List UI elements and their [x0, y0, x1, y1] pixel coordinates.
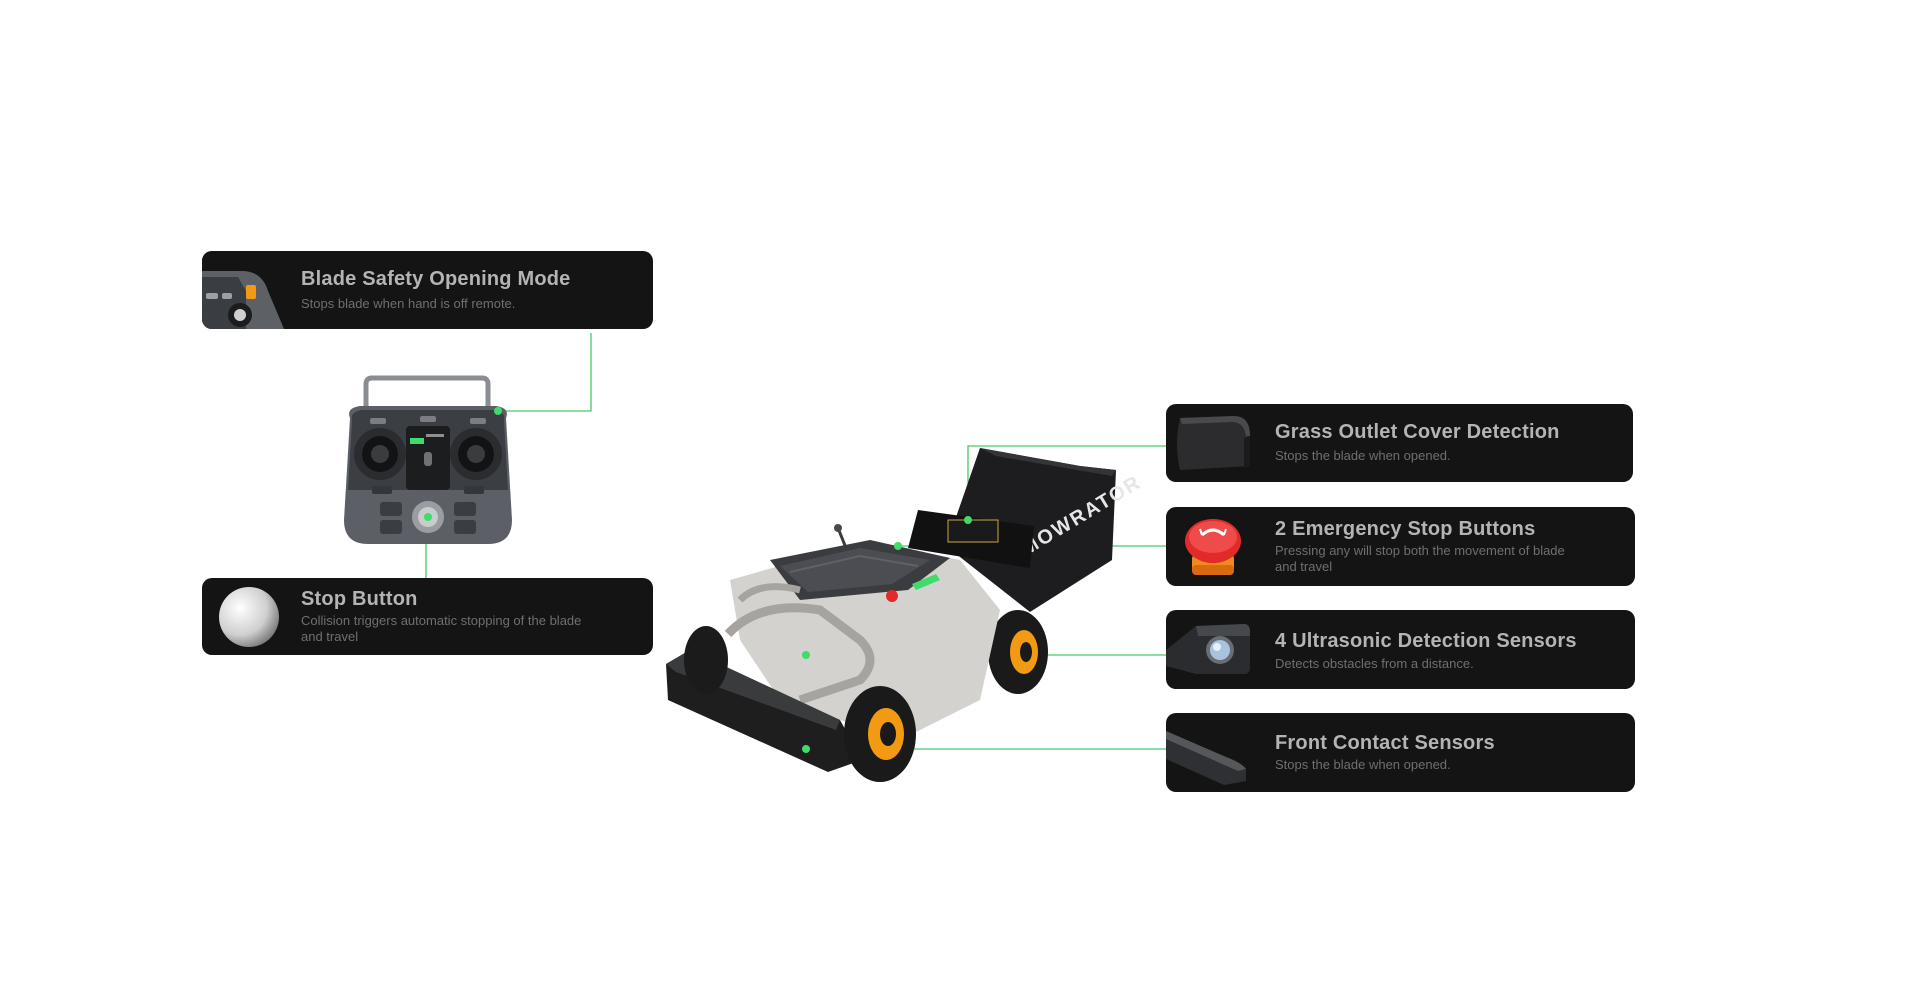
feature-card-stop-button: Stop Button Collision triggers automatic… — [202, 578, 653, 655]
feature-description: Pressing any will stop both the movement… — [1275, 543, 1565, 574]
connector-grass-outlet — [967, 445, 1166, 520]
feature-description: Collision triggers automatic stopping of… — [301, 613, 582, 644]
feature-description: Detects obstacles from a distance. — [1275, 656, 1474, 671]
feature-card-front-contact: Front Contact Sensors Stops the blade wh… — [1166, 713, 1635, 792]
feature-card-ultrasonic: 4 Ultrasonic Detection Sensors Detects o… — [1166, 610, 1635, 689]
feature-description: Stops the blade when opened. — [1275, 757, 1451, 772]
white-button-thumbnail-icon — [219, 587, 279, 647]
feature-title: Front Contact Sensors — [1275, 732, 1495, 754]
connector-blade-safety — [498, 333, 592, 412]
feature-title: Blade Safety Opening Mode — [301, 268, 571, 290]
feature-card-grass-outlet: Grass Outlet Cover Detection Stops the b… — [1166, 404, 1633, 482]
feature-title: Stop Button — [301, 588, 418, 610]
feature-title: 2 Emergency Stop Buttons — [1275, 518, 1536, 540]
feature-title: Grass Outlet Cover Detection — [1275, 421, 1560, 443]
feature-title: 4 Ultrasonic Detection Sensors — [1275, 630, 1577, 652]
feature-description: Stops the blade when opened. — [1275, 448, 1451, 463]
outlet-cover-thumbnail-icon — [1177, 416, 1250, 470]
front-bumper-thumbnail-icon — [1166, 731, 1246, 785]
remote-corner-thumbnail-icon — [202, 251, 302, 329]
feature-description: Stops blade when hand is off remote. — [301, 296, 516, 311]
feature-card-blade-safety: Blade Safety Opening Mode Stops blade wh… — [202, 251, 653, 329]
red-emergency-button-thumbnail-icon — [1185, 519, 1241, 575]
ultrasonic-sensor-thumbnail-icon — [1166, 624, 1250, 674]
feature-card-emergency-stop: 2 Emergency Stop Buttons Pressing any wi… — [1166, 507, 1635, 586]
